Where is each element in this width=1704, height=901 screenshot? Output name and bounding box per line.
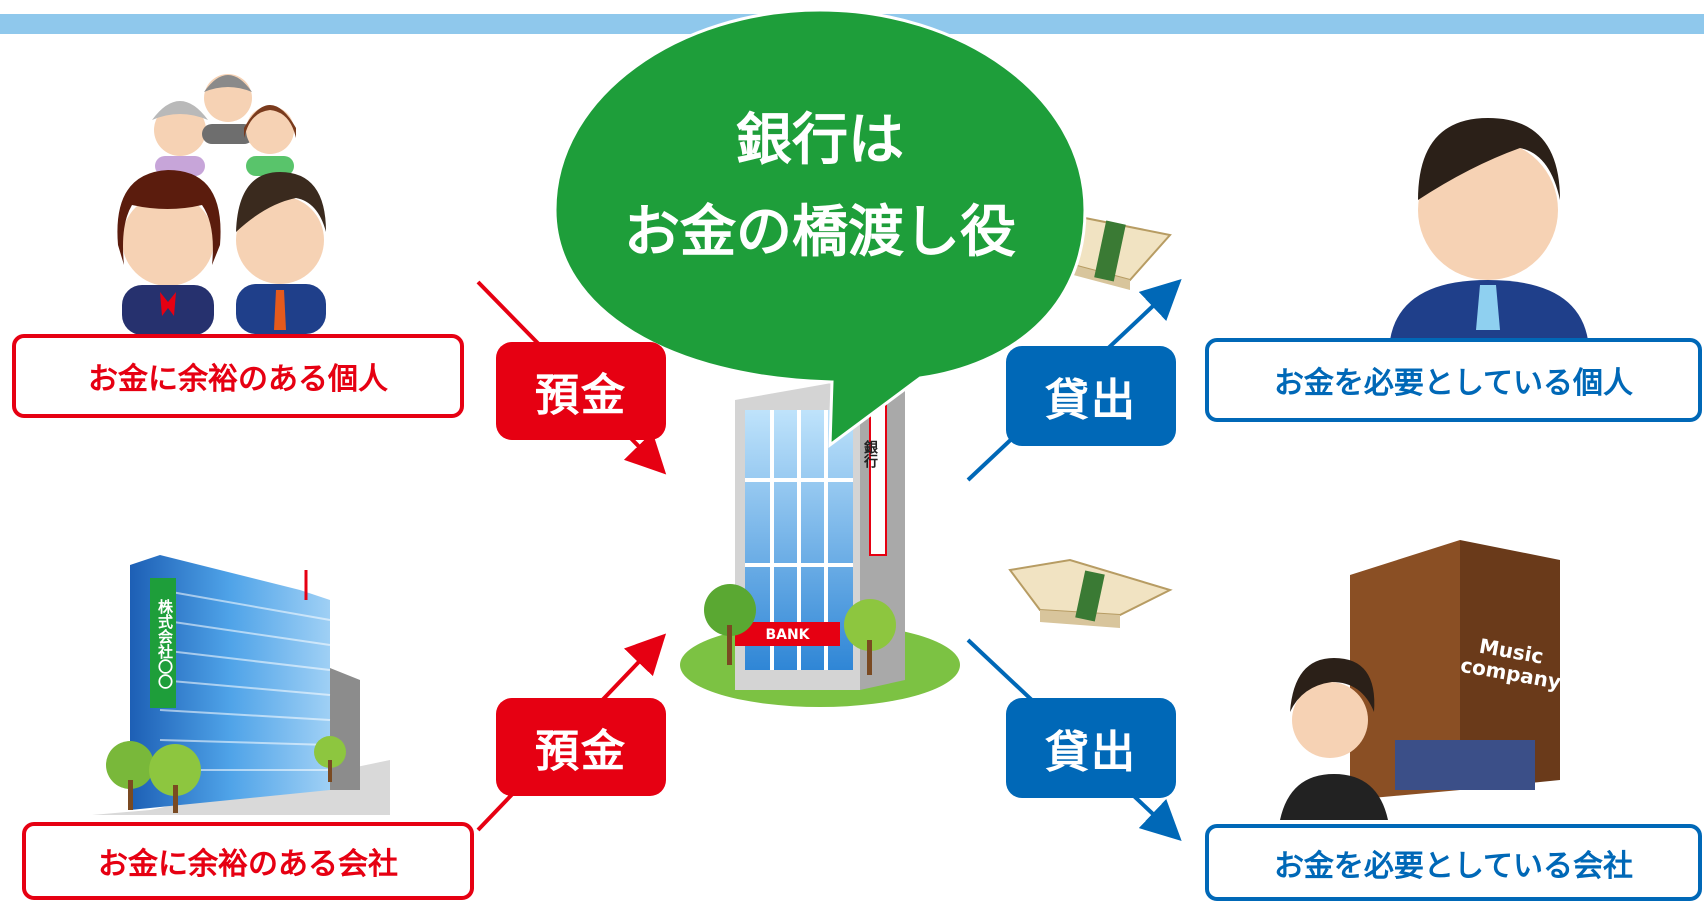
company-sign: 株式会社〇〇 (156, 599, 174, 689)
bank-building-illustration (680, 378, 960, 707)
loan-tag-top: 貸出 (1006, 346, 1176, 446)
company-need-label: お金を必要としている会社 (1205, 824, 1702, 901)
loan-tag-bottom: 貸出 (1006, 698, 1176, 798)
title-line-1: 銀行は (736, 108, 904, 173)
individual-surplus-label: お金に余裕のある個人 (12, 334, 464, 418)
bank-sign: BANK (765, 627, 810, 643)
music-company-illustration (1280, 540, 1560, 820)
money-bundle-bottom (1008, 558, 1173, 628)
money-bundle-top (1060, 213, 1172, 290)
speech-bubble (553, 8, 1087, 449)
bank-vertical-sign: 銀行 (862, 440, 878, 468)
bubble-title: 銀行は お金の橋渡し役 (555, 95, 1085, 279)
businessman-illustration (1390, 118, 1588, 340)
family-group-illustration (117, 74, 326, 335)
individual-need-label: お金を必要としている個人 (1205, 338, 1702, 422)
deposit-tag-bottom: 預金 (496, 698, 666, 796)
company-surplus-label: お金に余裕のある会社 (22, 822, 474, 900)
corporate-building-illustration (92, 555, 390, 815)
title-line-2: お金の橋渡し役 (624, 200, 1016, 265)
deposit-tag-top: 預金 (496, 342, 666, 440)
